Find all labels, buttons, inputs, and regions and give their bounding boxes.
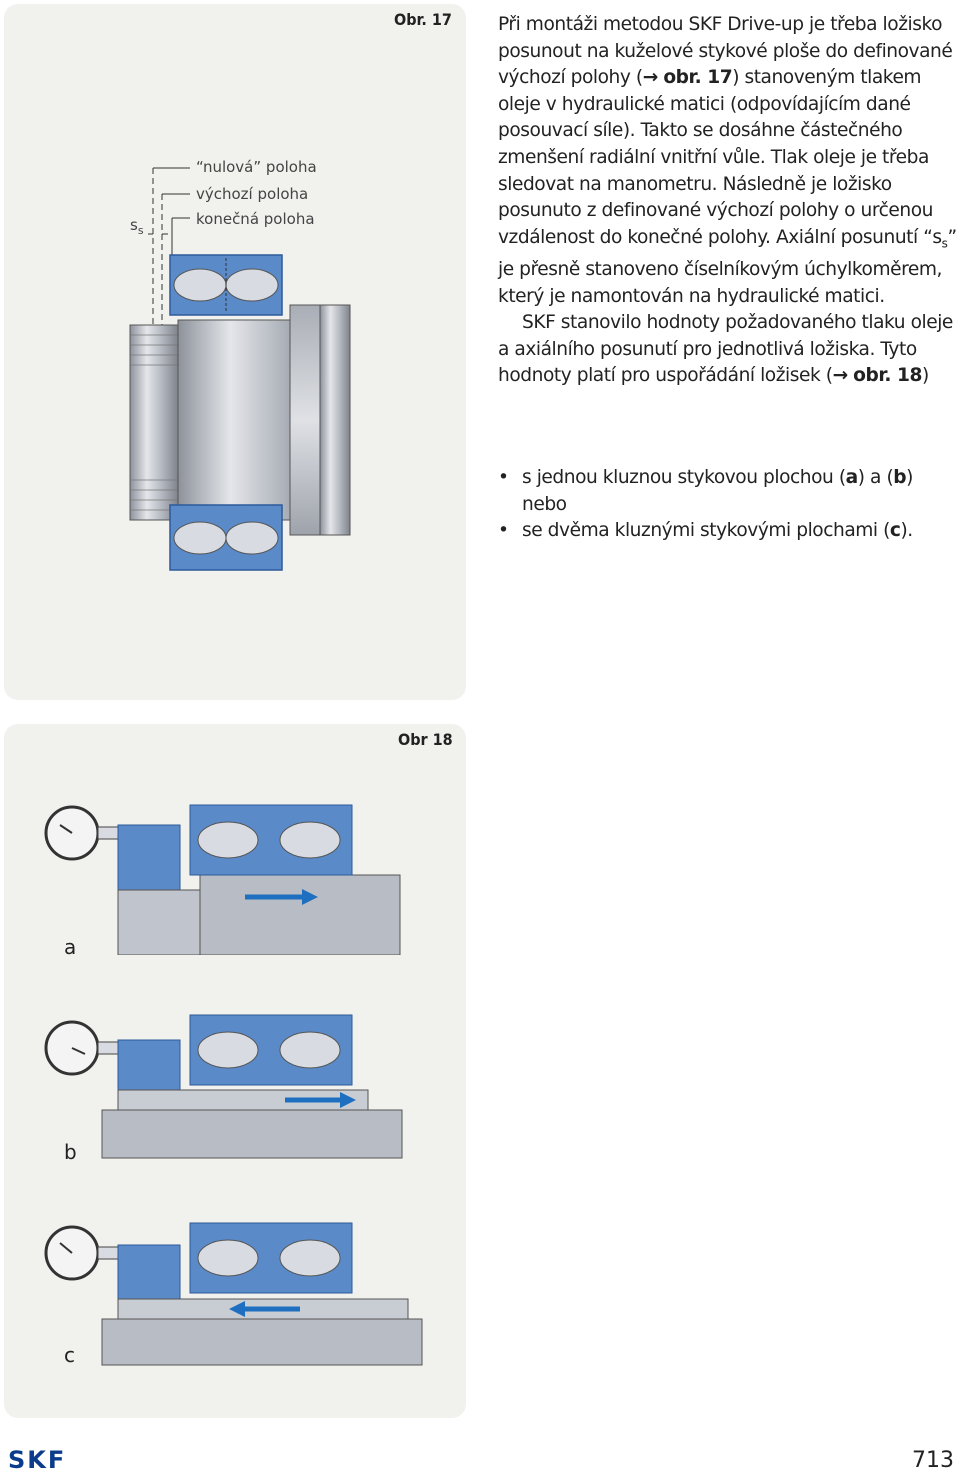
- bearing-top: [169, 254, 283, 316]
- figure-18-label: Obr 18: [398, 730, 453, 749]
- svg-text:SKF: SKF: [8, 1446, 66, 1472]
- list-item: se dvěma kluznými stykovými plochami (c)…: [498, 518, 958, 545]
- page-number: 713: [912, 1448, 954, 1473]
- sub-label-b: b: [64, 1140, 77, 1164]
- paragraph-1: Při montáži metodou SKF Drive-up je třeb…: [498, 14, 957, 307]
- bearing-bottom: [169, 504, 283, 571]
- figure-17-label: Obr. 17: [394, 10, 452, 29]
- figure-18b-drawing: [44, 1014, 403, 1159]
- ref-obr-17: obr. 17: [663, 67, 733, 89]
- sub-label-a: a: [64, 935, 77, 959]
- end-position-label: konečná poloha: [196, 210, 315, 228]
- list-item: s jednou kluznou stykovou plochou (a) a …: [498, 465, 958, 518]
- hydraulic-nut-thread: [129, 324, 179, 521]
- position-markers: [148, 167, 190, 330]
- zero-position-label: “nulová” poloha: [196, 158, 317, 176]
- shaft: [101, 1109, 403, 1159]
- ss-symbol: ss: [130, 216, 144, 237]
- shaft: [199, 874, 401, 955]
- figure-18a-drawing: [44, 804, 401, 955]
- paragraph-2: SKF stanovilo hodnoty požadovaného tlaku…: [498, 312, 953, 387]
- start-position-label: výchozí poloha: [196, 185, 308, 203]
- bullet-list: s jednou kluznou stykovou plochou (a) a …: [498, 465, 958, 545]
- body-text: Při montáži metodou SKF Drive-up je třeb…: [498, 12, 958, 390]
- figure-17-drawing: ss “nulová” poloha výchozí poloha konečn…: [129, 158, 351, 571]
- sub-label-c: c: [64, 1343, 75, 1367]
- shaft: [101, 1318, 423, 1366]
- skf-logo: SKF: [6, 1446, 90, 1472]
- sleeve-flange: [289, 304, 321, 536]
- ref-obr-18: obr. 18: [853, 365, 923, 387]
- figure-18c-drawing: [44, 1222, 423, 1366]
